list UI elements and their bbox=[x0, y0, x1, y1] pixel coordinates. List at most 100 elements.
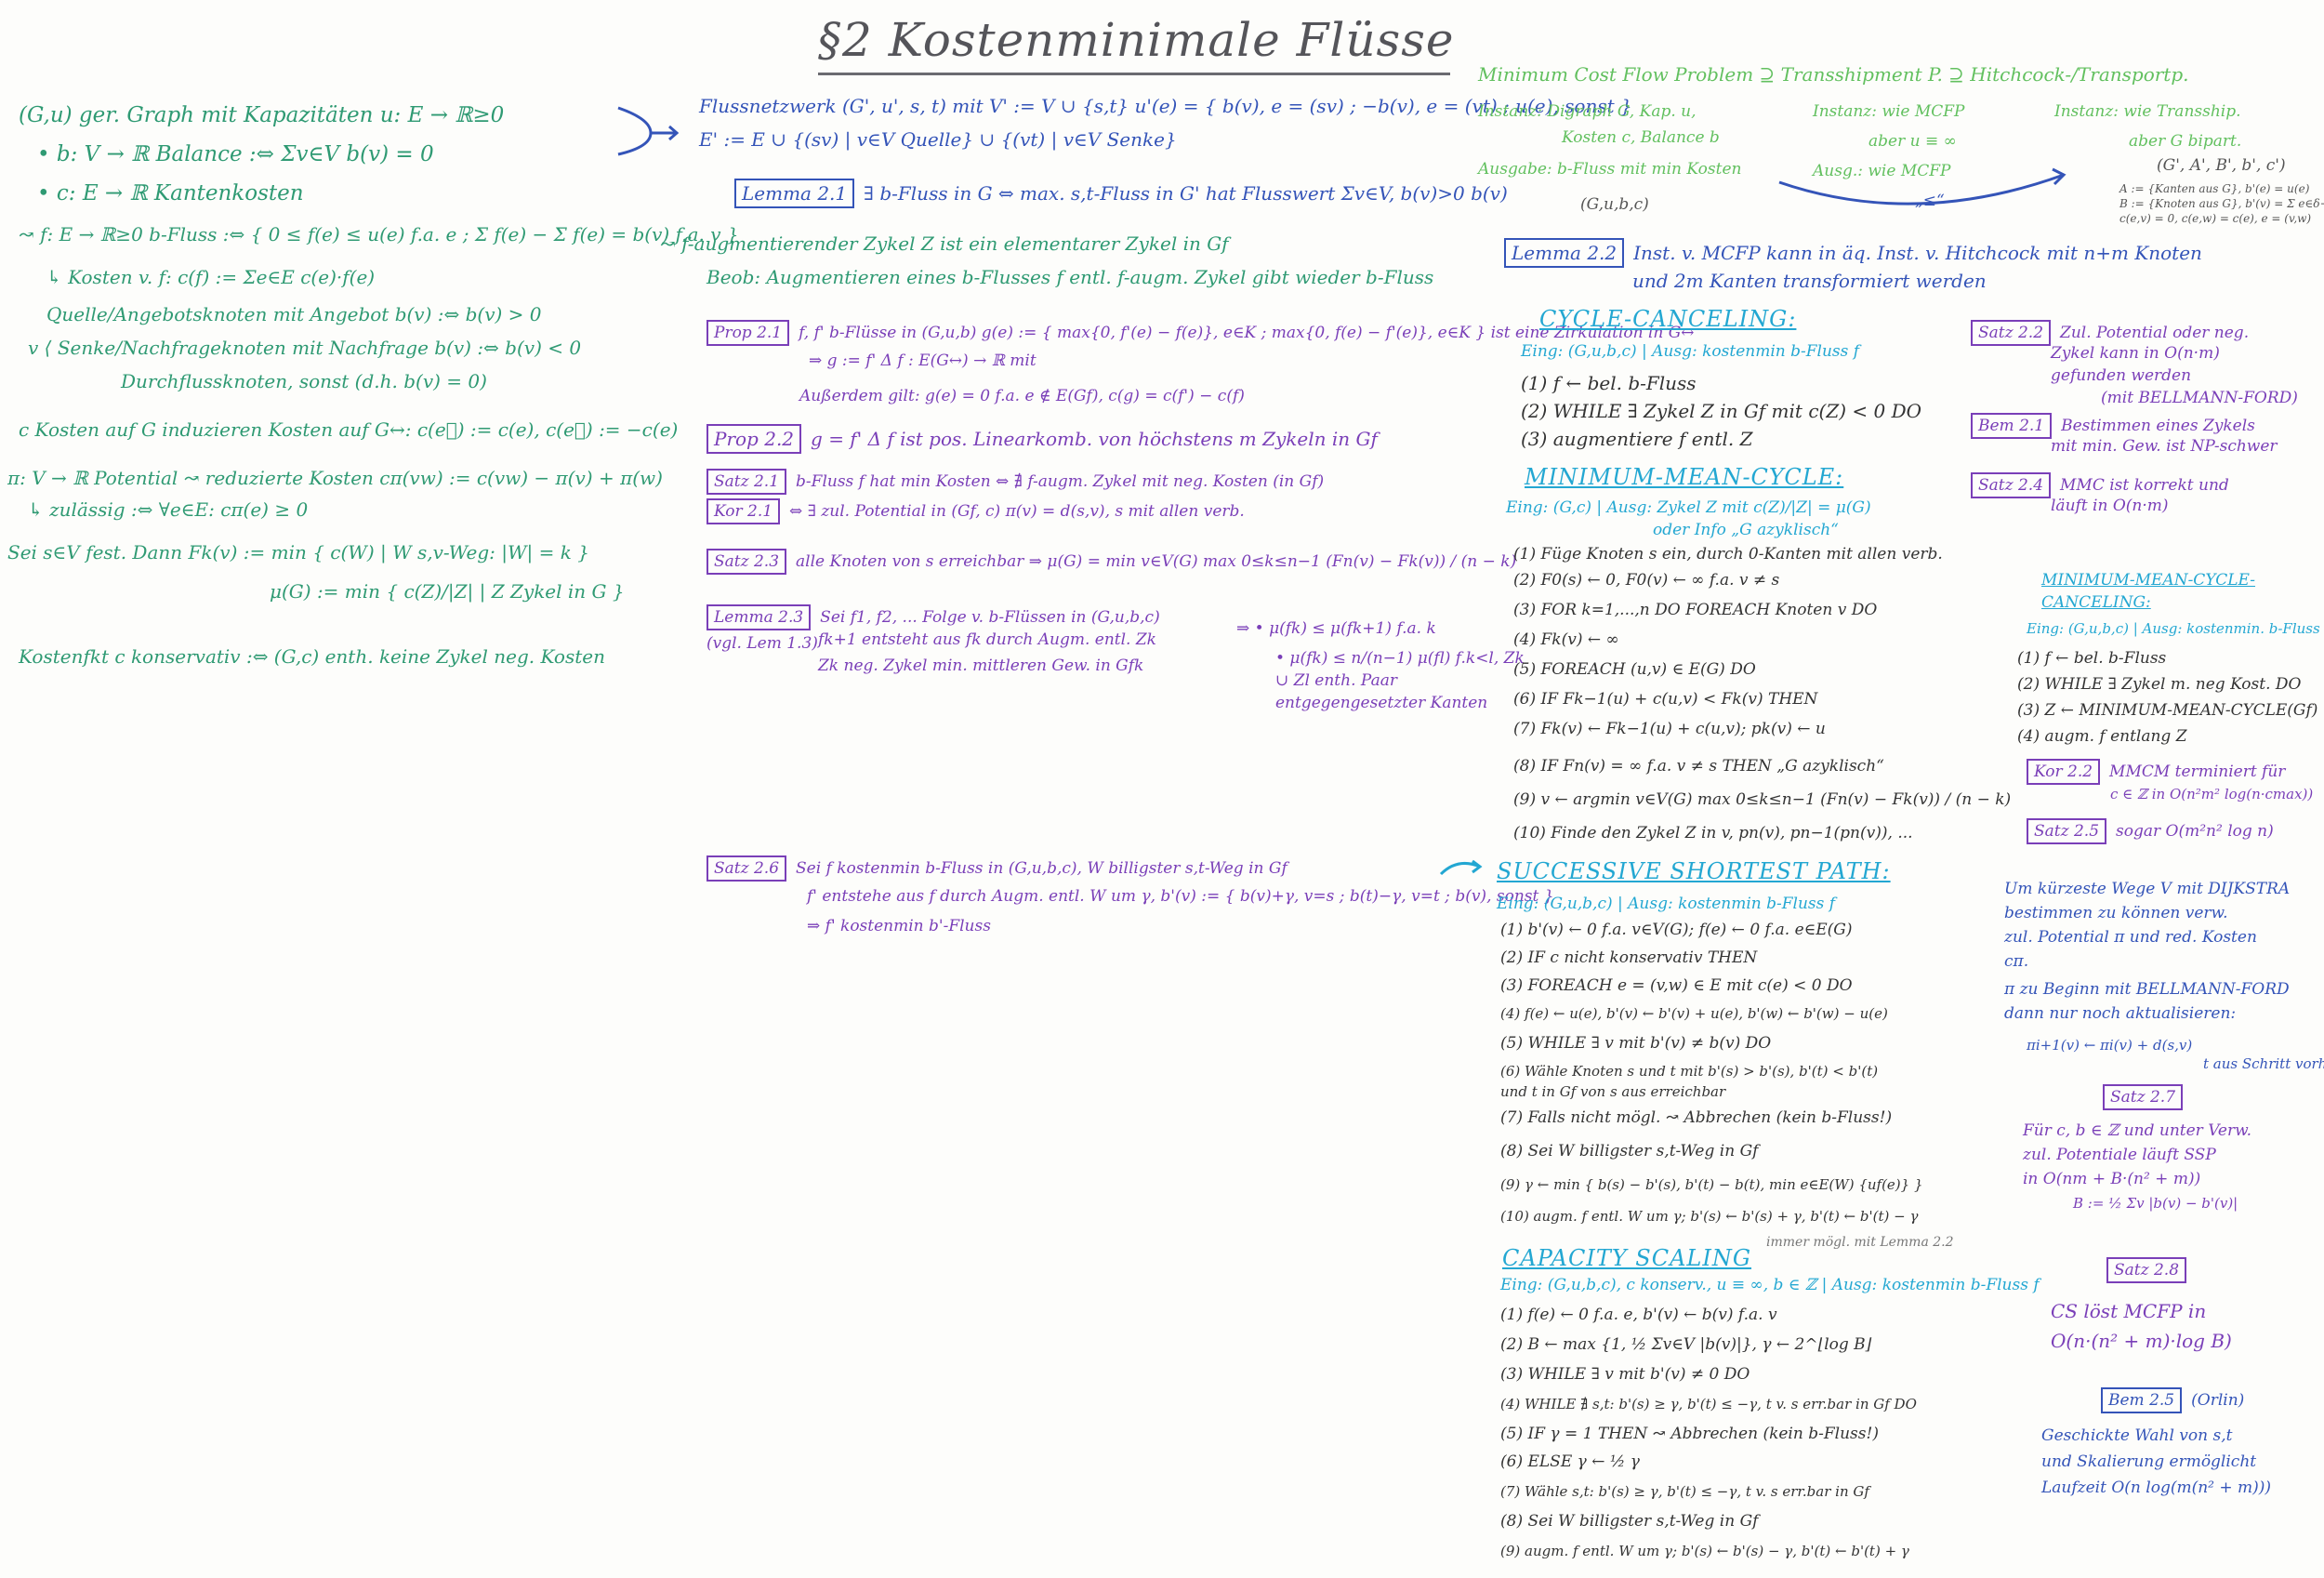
satz23-label: Satz 2.3 bbox=[706, 549, 787, 575]
col1-line-0: (G,u) ger. Graph mit Kapazitäten u: E → … bbox=[19, 103, 505, 127]
cs-title: CAPACITY SCALING bbox=[1502, 1245, 1752, 1271]
cs-step-5: (5) IF γ = 1 THEN ↝ Abbrechen (kein b-Fl… bbox=[1500, 1425, 1879, 1443]
instanz1-line-1: Kosten c, Balance b bbox=[1562, 128, 1720, 147]
satz26-label: Satz 2.6 bbox=[706, 855, 787, 882]
lemma22-line-1: und 2m Kanten transformiert werden bbox=[1632, 270, 1987, 292]
f-aug-line-1: Beob: Augmentieren eines b-Flusses f ent… bbox=[706, 266, 1434, 288]
satz26-line-0: Sei f kostenmin b-Fluss in (G,u,b,c), W … bbox=[796, 859, 1287, 878]
lemma21-label: Lemma 2.1 bbox=[734, 179, 855, 208]
prop22-label: Prop 2.2 bbox=[706, 424, 802, 454]
ssp-note-3: cπ. bbox=[2004, 952, 2029, 971]
satz25-text: sogar O(m²n² log n) bbox=[2116, 822, 2274, 841]
cs-step-6: (6) ELSE γ ← ½ γ bbox=[1500, 1452, 1640, 1471]
flussnetzwerk-line-0: Flussnetzwerk (G', u', s, t) mit V' := V… bbox=[699, 95, 1632, 117]
mmcc-step-1: (1) f ← bel. b-Fluss bbox=[2017, 649, 2167, 668]
satz24-line-1: läuft in O(n·m) bbox=[2051, 497, 2169, 515]
satz22-label: Satz 2.2 bbox=[1971, 320, 2052, 346]
col1-line-7: Durchflussknoten, sonst (d.h. b(v) = 0) bbox=[121, 370, 487, 392]
prop21-label: Prop 2.1 bbox=[706, 320, 790, 346]
cs-step-3: (3) WHILE ∃ v mit b'(v) ≠ 0 DO bbox=[1500, 1365, 1750, 1384]
arrow-right-icon bbox=[1439, 859, 1483, 876]
col1-line-5: Quelle/Angebotsknoten mit Angebot b(v) :… bbox=[46, 303, 542, 325]
satz27-line-2: in O(nm + B·(n² + m)) bbox=[2023, 1170, 2201, 1188]
col1-line-13: Kostenfkt c konservativ :⇔ (G,c) enth. k… bbox=[19, 645, 605, 668]
instanz2-line-2: Ausg.: wie MCFP bbox=[1813, 162, 1951, 180]
mmc-step-4: (4) Fk(v) ← ∞ bbox=[1513, 630, 1619, 649]
prop21: Prop 2.1 f, f' b-Flüsse in (G,u,b) g(e) :… bbox=[706, 320, 1695, 346]
bem21-line-1: mit min. Gew. ist NP-schwer bbox=[2051, 437, 2278, 456]
instanz3-line-0: Instanz: wie Transship. bbox=[2054, 102, 2241, 121]
bem25-line-1: und Skalierung ermöglicht bbox=[2041, 1452, 2257, 1471]
satz23: Satz 2.3 alle Knoten von s erreichbar ⇒ μ… bbox=[706, 549, 1516, 575]
prop21-line-0: f, f' b-Flüsse in (G,u,b) g(e) := { max{… bbox=[799, 324, 1695, 342]
ssp-step-2: (2) IF c nicht konservativ THEN bbox=[1500, 948, 1758, 967]
note-1: B := {Knoten aus G}, b'(v) = Σ e∈δ−(v) u… bbox=[2119, 197, 2324, 210]
ssp-step-8: (8) Sei W billigster s,t-Weg in Gf bbox=[1500, 1142, 1759, 1160]
satz27-line-1: zul. Potentiale läuft SSP bbox=[2023, 1146, 2216, 1164]
ssp-note-6: πi+1(v) ← πi(v) + d(s,v) bbox=[2027, 1037, 2193, 1054]
instanz3-line-1: aber G bipart. bbox=[2129, 132, 2242, 151]
satz22: Satz 2.2 Zul. Potential oder neg. bbox=[1971, 320, 2249, 346]
col1-line-4: ↳ Kosten v. f: c(f) := Σe∈E c(e)·f(e) bbox=[46, 266, 376, 288]
title-underline bbox=[818, 73, 1450, 75]
satz28-label: Satz 2.8 bbox=[2106, 1257, 2187, 1283]
col1-line-8: c Kosten auf G induzieren Kosten auf G↔:… bbox=[19, 418, 679, 441]
satz23-text: alle Knoten von s erreichbar ⇒ μ(G) = mi… bbox=[796, 552, 1517, 571]
ssp-note-0: Um kürzeste Wege V mit DIJKSTRA bbox=[2004, 880, 2291, 898]
note-2: c(e,v) = 0, c(e,w) = c(e), e = (v,w) bbox=[2119, 212, 2312, 225]
satz21-kor: Kor 2.1⇔ ∃ zul. Potential in (Gf, c) π(v… bbox=[706, 498, 1245, 524]
kor22-label: Kor 2.2 bbox=[2027, 759, 2101, 785]
cs-step-7: (7) Wähle s,t: b'(s) ≥ γ, b'(t) ≤ −γ, t … bbox=[1500, 1483, 1869, 1500]
satz27-line-0: Für c, b ∈ ℤ und unter Verw. bbox=[2023, 1121, 2252, 1140]
mmcc-io: Eing: (G,u,b,c) | Ausg: kostenmin. b-Flu… bbox=[2027, 620, 2320, 637]
ssp-step-10: (10) augm. f entl. W um γ; b'(s) ← b'(s)… bbox=[1500, 1208, 1919, 1225]
satz27-label-wrap: Satz 2.7 bbox=[2103, 1084, 2192, 1110]
mmcc-step-2: (2) WHILE ∃ Zykel m. neg Kost. DO bbox=[2017, 675, 2302, 694]
lemma23-line-2: Zk neg. Zykel min. mittleren Gew. in Gfk bbox=[818, 656, 1144, 675]
lemma21: Lemma 2.1∃ b-Fluss in G ⇔ max. s,t-Fluss… bbox=[734, 179, 1508, 208]
bem25-wrap: Bem 2.5(Orlin) bbox=[2101, 1387, 2244, 1413]
cs-step-2: (2) B ← max {1, ½ Σv∈V |b(v)|}, γ ← 2^⌊l… bbox=[1500, 1335, 1872, 1354]
cc-step-3: (3) augmentiere f entl. Z bbox=[1521, 428, 1753, 450]
col1-line-3: ↝ f: E → ℝ≥0 b-Fluss :⇔ { 0 ≤ f(e) ≤ u(e… bbox=[19, 223, 739, 245]
arrow-label: „≤“ bbox=[1915, 192, 1945, 210]
satz28-line-1: O(n·(n² + m)·log B) bbox=[2051, 1330, 2232, 1352]
satz25-label: Satz 2.5 bbox=[2027, 818, 2107, 844]
ssp-step-7: (7) Falls nicht mögl. ↝ Abbrechen (kein … bbox=[1500, 1108, 1893, 1127]
ssp-step-9: (9) γ ← min { b(s) − b'(s), b'(t) − b(t)… bbox=[1500, 1176, 1923, 1193]
ssp-step-3: (3) FOREACH e = (v,w) ∈ E mit c(e) < 0 D… bbox=[1500, 976, 1853, 995]
col1-line-1: • b: V → ℝ Balance :⇔ Σv∈V b(v) = 0 bbox=[37, 142, 434, 166]
satz27-line-3: B := ½ Σv |b(v) − b'(v)| bbox=[2073, 1195, 2238, 1212]
mmc-step-7: (7) Fk(v) ← Fk−1(u) + c(u,v); pk(v) ← u bbox=[1513, 720, 1826, 738]
cs-io: Eing: (G,u,b,c), c konserv., u ≡ ∞, b ∈ … bbox=[1500, 1276, 2040, 1294]
instanz2-line-1: aber u ≡ ∞ bbox=[1868, 132, 1957, 151]
note-0: A := {Kanten aus G}, b'(e) = u(e) bbox=[2119, 182, 2310, 195]
instanz3-line-2: (G', A', B', b', c') bbox=[2157, 156, 2286, 175]
bem21-line-0: Bestimmen eines Zykels bbox=[2061, 417, 2255, 435]
lemma23-line-0: Sei f1, f2, ... Folge v. b-Flüssen in (G… bbox=[820, 608, 1160, 627]
satz22-line-0: Zul. Potential oder neg. bbox=[2060, 324, 2250, 342]
mmc-title: MINIMUM-MEAN-CYCLE: bbox=[1525, 464, 1844, 490]
satz24-line-0: MMC ist korrekt und bbox=[2060, 476, 2229, 495]
transform-arrow-icon bbox=[1778, 167, 2067, 206]
col1-line-10: ↳ zulässig :⇔ ∀e∈E: cπ(e) ≥ 0 bbox=[28, 498, 309, 521]
kor21-label: Kor 2.1 bbox=[706, 498, 781, 524]
curved-arrow-icon bbox=[617, 106, 679, 156]
prop21-line-2: Außerdem gilt: g(e) = 0 f.a. e ∉ E(Gf), … bbox=[799, 387, 1245, 405]
cs-note: immer mögl. mit Lemma 2.2 bbox=[1766, 1235, 1954, 1250]
ssp-note-1: bestimmen zu können verw. bbox=[2004, 904, 2228, 922]
lemma22-line-0: Inst. v. MCFP kann in äq. Inst. v. Hitch… bbox=[1633, 242, 2202, 264]
satz21-line-0: b-Fluss f hat min Kosten ⇔ ∄ f-augm. Zyk… bbox=[796, 472, 1325, 491]
bem25-line-0: Geschickte Wahl von s,t bbox=[2041, 1426, 2233, 1445]
lemma23-label: Lemma 2.3 bbox=[706, 604, 812, 630]
kor22-line-0: MMCM terminiert für bbox=[2109, 762, 2286, 781]
mmc-step-9: (9) v ← argmin v∈V(G) max 0≤k≤n−1 (Fn(v)… bbox=[1513, 790, 2012, 809]
mmc-io-0: Eing: (G,c) | Ausg: Zykel Z mit c(Z)/|Z|… bbox=[1506, 498, 1871, 517]
mcfp-heading: Minimum Cost Flow Problem ⊇ Transshipmen… bbox=[1478, 63, 2189, 86]
mmc-step-2: (2) F0(s) ← 0, F0(v) ← ∞ f.a. v ≠ s bbox=[1513, 571, 1780, 590]
